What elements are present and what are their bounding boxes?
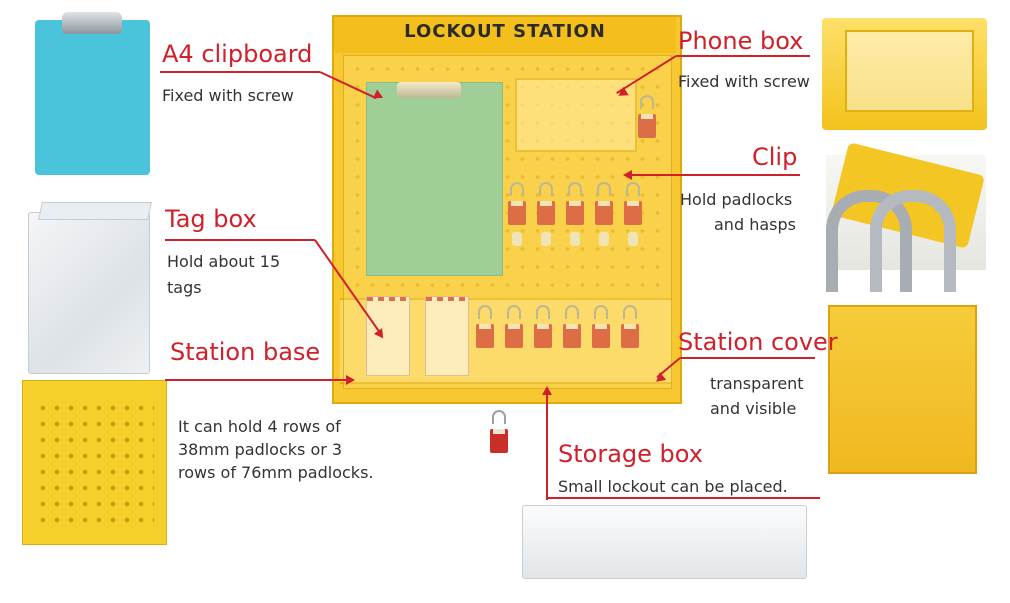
a4-clipboard-photo <box>35 20 150 175</box>
arrowhead-icon <box>346 375 355 385</box>
callout-text-station-base-line2: 38mm padlocks or 3 <box>178 440 343 459</box>
callout-text-storage-box: Small lockout can be placed. <box>558 477 788 496</box>
padlock-icon <box>534 305 552 348</box>
callout-title-tag-box: Tag box <box>165 205 257 233</box>
callout-text-tag-box-line1: Hold about 15 <box>167 252 281 271</box>
callout-title-clip: Clip <box>752 143 798 171</box>
tag-box-photo <box>28 212 150 374</box>
station-cover-photo <box>828 305 977 474</box>
padlock-icon <box>490 410 508 453</box>
padlock-icon <box>592 305 610 348</box>
leader-line <box>546 392 548 500</box>
leader-line <box>165 379 347 381</box>
key-icon <box>541 232 551 246</box>
padlock-icon <box>505 305 523 348</box>
leader-line <box>546 497 820 499</box>
lockout-station-header <box>334 17 676 53</box>
station-base-pegs-image <box>36 400 154 530</box>
callout-text-station-cover-line2: and visible <box>710 399 797 418</box>
leader-line <box>632 174 800 176</box>
callout-title-station-base: Station base <box>170 338 321 366</box>
callout-title-a4-clipboard: A4 clipboard <box>162 40 313 68</box>
leader-line <box>160 71 320 73</box>
clipboard-clip-image <box>62 12 122 34</box>
station-clipboard-clip <box>397 82 461 98</box>
padlock-icon <box>595 182 613 225</box>
padlock-icon <box>537 182 555 225</box>
padlock-icon <box>476 305 494 348</box>
leader-line <box>680 357 815 359</box>
lockout-tag-image <box>425 296 469 376</box>
arrowhead-icon <box>623 170 632 180</box>
phone-box-window-image <box>845 30 974 112</box>
key-icon <box>599 232 609 246</box>
leader-line <box>676 55 810 57</box>
callout-text-station-cover-line1: transparent <box>710 374 804 393</box>
tag-box-lid-image <box>38 202 152 220</box>
storage-box-photo <box>522 505 807 579</box>
callout-title-phone-box: Phone box <box>678 27 804 55</box>
padlock-icon <box>624 182 642 225</box>
key-icon <box>570 232 580 246</box>
padlock-icon <box>621 305 639 348</box>
callout-text-clip-line1: Hold padlocks <box>680 190 793 209</box>
key-icon <box>512 232 522 246</box>
callout-title-station-cover: Station cover <box>678 328 838 356</box>
callout-title-storage-box: Storage box <box>558 440 703 468</box>
callout-text-station-base-line1: It can hold 4 rows of <box>178 417 341 436</box>
padlock-icon <box>566 182 584 225</box>
padlock-icon <box>563 305 581 348</box>
callout-text-clip-line2: and hasps <box>714 215 796 234</box>
arrowhead-icon <box>542 386 552 395</box>
station-transparent-cover <box>343 55 672 389</box>
lockout-tag-image <box>366 296 410 376</box>
lockout-station-title: LOCKOUT STATION <box>404 21 606 42</box>
padlock-icon <box>508 182 526 225</box>
callout-text-phone-box: Fixed with screw <box>678 72 810 91</box>
key-icon <box>628 232 638 246</box>
callout-text-station-base-line3: rows of 76mm padlocks. <box>178 463 374 482</box>
callout-text-tag-box-line2: tags <box>167 278 202 297</box>
padlock-shackle-image <box>870 190 956 292</box>
padlock-icon <box>638 95 656 138</box>
leader-line <box>165 239 315 241</box>
callout-text-a4-clipboard: Fixed with screw <box>162 86 294 105</box>
